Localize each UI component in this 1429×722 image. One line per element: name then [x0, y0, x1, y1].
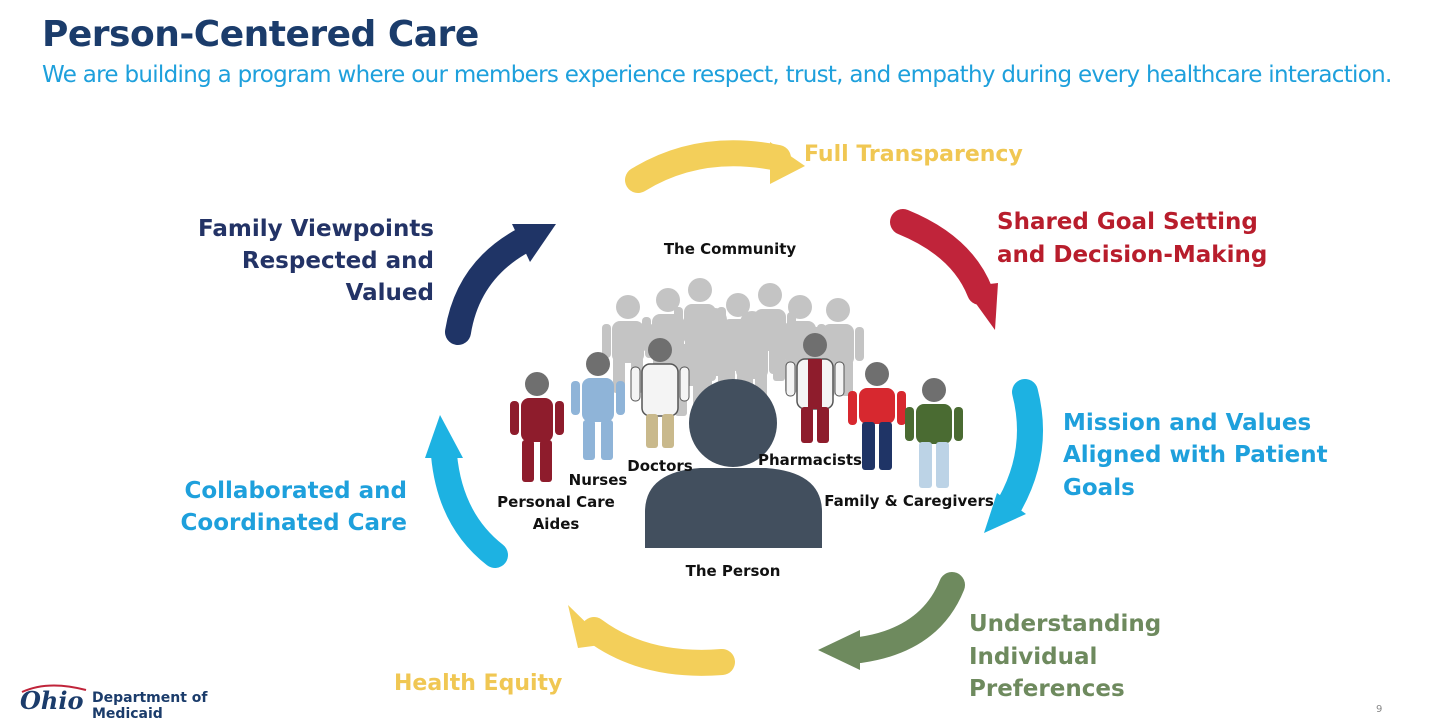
family-viewpoints-label-line2: Respected and	[242, 248, 434, 274]
personal-care-aides-label-line2: Aides	[533, 515, 580, 533]
doctor-figure	[630, 338, 690, 448]
family-viewpoints-label-line1: Family Viewpoints	[198, 216, 434, 242]
full-transparency-label: Full Transparency	[804, 142, 1023, 167]
ohio-logo-word: Ohio	[20, 686, 84, 715]
arrow-health-equity	[568, 605, 735, 676]
mission-values-label-line2: Aligned with Patient	[1063, 442, 1328, 468]
department-name: Department of Medicaid	[92, 690, 208, 722]
understanding-label-line1: Understanding	[969, 611, 1161, 637]
the-person-label: The Person	[686, 562, 781, 580]
page-subtitle: We are building a program where our memb…	[42, 62, 1392, 88]
understanding-label-line3: Preferences	[969, 676, 1125, 702]
family-member-figure	[848, 362, 906, 470]
collaborated-label-line2: Coordinated Care	[181, 510, 407, 536]
ohio-medicaid-logo: Ohio Department of Medicaid	[16, 684, 216, 722]
health-equity-label: Health Equity	[394, 671, 562, 696]
mission-values-label-line1: Mission and Values	[1063, 410, 1311, 436]
department-line1: Department of	[92, 690, 208, 706]
caregiver-figure	[905, 378, 963, 488]
pharmacists-label: Pharmacists	[758, 451, 862, 469]
pharmacist-figure	[785, 333, 845, 443]
arrow-collaborated	[425, 415, 508, 568]
ohio-logo-swoosh-icon	[21, 684, 87, 693]
page-number: 9	[1376, 704, 1383, 715]
mission-values-label-line3: Goals	[1063, 475, 1135, 501]
arrow-mission	[984, 379, 1043, 533]
collaborated-label-line1: Collaborated and	[184, 478, 407, 504]
nurse-figure	[571, 352, 625, 460]
family-caregivers-label: Family & Caregivers	[824, 492, 994, 510]
the-person-figure	[645, 379, 822, 548]
family-viewpoints-label-line3: Valued	[346, 280, 434, 306]
arrow-transparency	[625, 140, 805, 193]
shared-goal-label-line1: Shared Goal Setting	[997, 209, 1258, 235]
personal-care-aide-figure	[510, 372, 564, 482]
arrow-understanding	[818, 572, 965, 670]
shared-goal-label-line2: and Decision-Making	[997, 242, 1267, 268]
department-line2: Medicaid	[92, 706, 163, 722]
doctors-label: Doctors	[627, 457, 693, 475]
personal-care-aides-label-line1: Personal Care	[497, 493, 615, 511]
understanding-label-line2: Individual	[969, 644, 1097, 670]
arrow-family-viewpoints	[445, 224, 556, 345]
community-label: The Community	[664, 240, 797, 258]
nurses-label: Nurses	[569, 471, 628, 489]
arrow-shared-goal	[890, 209, 998, 330]
page-title: Person-Centered Care	[42, 14, 479, 55]
